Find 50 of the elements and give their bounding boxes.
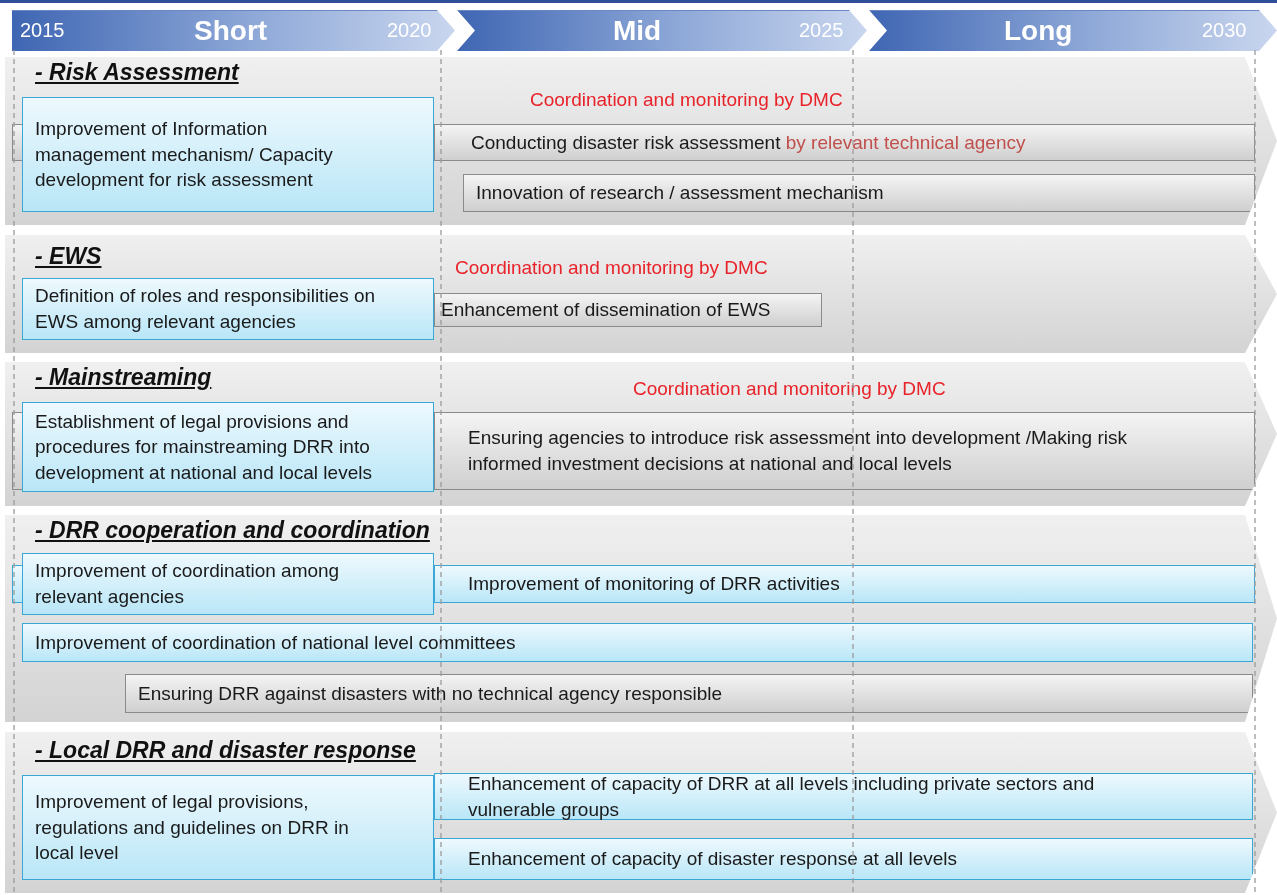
activity-text: Ensuring DRR against disasters with no technical agency responsible — [138, 681, 723, 706]
activity-text: Enhancement of capacity of disaster response at all levels — [468, 847, 957, 872]
activity-text: Ensuring agencies to introduce risk assessment into development /Making risk informed investment decisions at national and local levels — [468, 426, 1128, 476]
year-label: 2030 — [1202, 19, 1247, 42]
activity-text: Improvement of coordination among relevant agencies — [35, 559, 341, 609]
activity-text: Conducting disaster risk assessment by relevant technical agency — [471, 130, 1026, 155]
section-band — [5, 732, 1277, 893]
activity-box — [434, 838, 1253, 880]
activity-text: Enhancement of dissemination of EWS — [441, 298, 771, 323]
activity-text: Improvement of Information management mechanism/ Capacity development for risk assessment — [35, 117, 333, 193]
coordination-note: Coordination and monitoring by DMC — [633, 378, 946, 400]
activity-box — [22, 623, 1253, 662]
coordination-note: Coordination and monitoring by DMC — [530, 89, 843, 111]
section-heading: - Risk Assessment — [35, 59, 239, 86]
section-heading: - Local DRR and disaster response — [35, 737, 416, 764]
activity-box — [434, 773, 1253, 820]
activity-bar — [434, 412, 1255, 490]
activity-text: Innovation of research / assessment mechanism — [476, 181, 884, 206]
activity-text: Improvement of coordination of national level committees — [35, 630, 516, 655]
activity-text: Establishment of legal provisions and procedures for mainstreaming DRR into development at national and local levels — [35, 409, 373, 485]
section-band — [5, 515, 1277, 722]
activity-box — [22, 553, 434, 615]
section-band — [5, 57, 1277, 225]
activity-text: Improvement of legal provisions, regulations and guidelines on DRR in local level — [35, 790, 350, 866]
section-heading: - EWS — [35, 243, 102, 270]
activity-box — [22, 97, 434, 212]
activity-box — [434, 565, 1255, 603]
year-label: 2015 — [20, 19, 65, 42]
activity-text: Enhancement of capacity of DRR at all levels including private sectors and vulnerable groups — [468, 771, 1096, 822]
activity-bar — [125, 674, 1253, 713]
period-header-band — [869, 10, 1277, 51]
activity-box — [22, 775, 434, 880]
activity-text: Improvement of monitoring of DRR activities — [468, 572, 840, 597]
activity-bar — [463, 174, 1255, 212]
activity-bar — [434, 124, 1255, 161]
period-label: Mid — [613, 15, 662, 47]
period-header-band — [12, 10, 455, 51]
year-label: 2025 — [799, 19, 844, 42]
section-band — [5, 235, 1277, 353]
activity-bar — [434, 293, 822, 327]
section-heading: - Mainstreaming — [35, 364, 212, 391]
period-label: Long — [1004, 15, 1073, 47]
year-label: 2020 — [387, 19, 432, 42]
coordination-note: Coordination and monitoring by DMC — [455, 257, 768, 279]
activity-text: Definition of roles and responsibilities on EWS among relevant agencies — [35, 284, 377, 334]
activity-box — [22, 278, 434, 340]
section-band — [5, 362, 1277, 506]
period-label: Short — [194, 15, 268, 47]
activity-box — [22, 402, 434, 492]
section-heading: - DRR cooperation and coordination — [35, 517, 430, 544]
